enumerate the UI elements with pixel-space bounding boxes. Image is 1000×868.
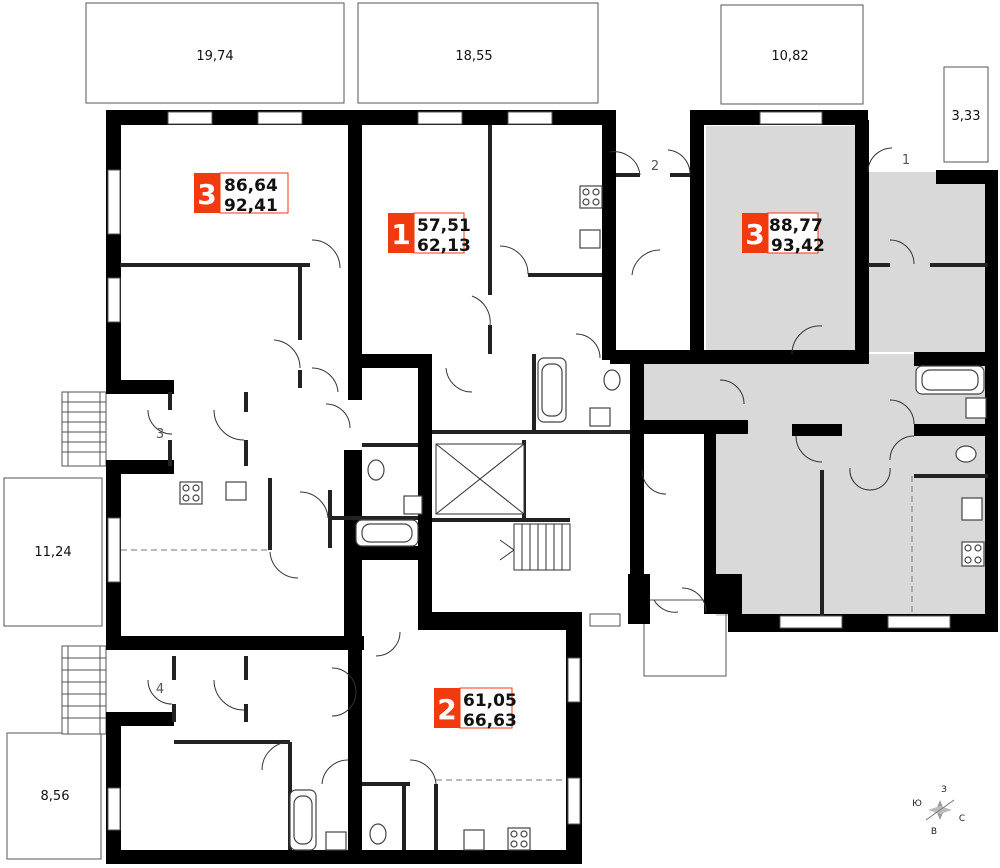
sink — [589, 407, 611, 427]
stove — [961, 541, 985, 567]
sink — [225, 481, 247, 501]
highlighted-apartment-area — [642, 126, 988, 616]
sink — [965, 397, 987, 419]
apartment-total-area: 66,63 — [463, 711, 517, 731]
compass-west: Ю — [912, 799, 922, 809]
sink — [961, 497, 983, 521]
entrance-porch — [643, 599, 727, 677]
windows — [107, 111, 951, 831]
apartment-badge[interactable]: 2 61,05 66,63 — [434, 687, 517, 731]
zone-lines — [121, 476, 913, 781]
compass-north: З — [941, 785, 947, 795]
entrance-number: 3 — [156, 427, 164, 442]
apartment-badge[interactable]: 1 57,51 62,13 — [388, 212, 471, 256]
entrance-number: 2 — [651, 159, 659, 174]
balcony-area-label: 8,56 — [41, 789, 70, 804]
apartment-living-area: 86,64 — [224, 176, 278, 196]
apartment-living-area: 61,05 — [463, 691, 517, 711]
fixtures — [179, 185, 987, 851]
partitions — [120, 125, 988, 850]
sink — [325, 831, 347, 851]
balcony-area-label: 19,74 — [196, 49, 233, 64]
apartment-rooms: 3 — [197, 178, 216, 211]
doors — [147, 147, 915, 785]
stove — [507, 827, 531, 851]
stove — [579, 185, 603, 209]
apartment-rooms: 1 — [391, 218, 410, 251]
entrance-number: 1 — [902, 153, 910, 168]
balcony-5 — [3, 477, 103, 627]
balcony-2 — [357, 2, 599, 104]
toilet — [603, 369, 621, 391]
toilet — [367, 459, 385, 481]
apartment-badge[interactable]: 3 88,77 93,42 — [742, 212, 825, 256]
compass-east: С — [959, 814, 965, 824]
apartment-living-area: 57,51 — [417, 216, 471, 236]
balcony-3 — [720, 4, 864, 105]
compass-icon: З Ю С В — [912, 785, 965, 837]
balcony-area-label: 3,33 — [952, 109, 981, 124]
sink — [463, 829, 485, 851]
staircase — [435, 443, 571, 571]
apartment-total-area: 93,42 — [771, 236, 825, 256]
apartment-living-area: 88,77 — [769, 216, 823, 236]
apartment-rooms: 2 — [437, 693, 456, 726]
balcony-area-label: 10,82 — [771, 49, 808, 64]
toilet — [369, 823, 387, 845]
balconies — [3, 2, 989, 860]
balcony-4 — [943, 66, 989, 163]
entrance-steps — [61, 391, 107, 735]
balcony-6 — [6, 732, 102, 860]
balcony-area-label: 11,24 — [34, 545, 71, 560]
balcony-area-label: 18,55 — [455, 49, 492, 64]
toilet — [955, 445, 977, 463]
apartment-rooms: 3 — [745, 218, 764, 251]
balcony-1 — [85, 2, 345, 104]
apartment-total-area: 62,13 — [417, 236, 471, 256]
stove — [179, 481, 203, 505]
compass-south: В — [931, 827, 937, 837]
sink — [403, 495, 423, 515]
apartment-badge[interactable]: 3 86,64 92,41 — [194, 172, 289, 216]
entrance-number: 4 — [156, 682, 164, 697]
sink — [579, 229, 601, 249]
apartment-total-area: 92,41 — [224, 196, 278, 216]
